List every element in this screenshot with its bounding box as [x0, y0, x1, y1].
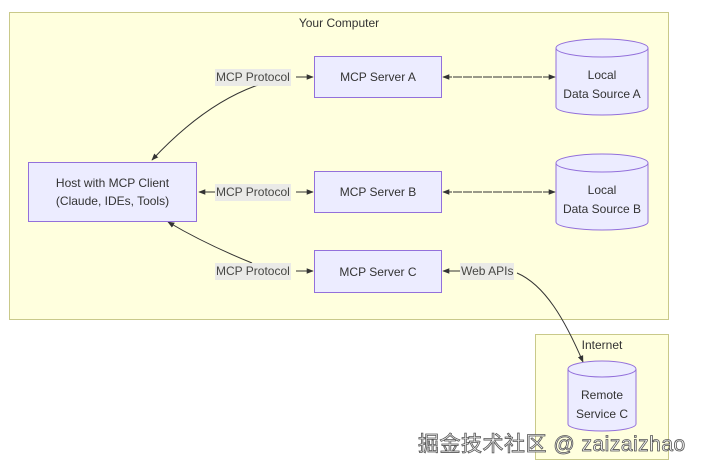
remote-line2: Service C: [575, 407, 628, 421]
edge-webapis-to-remote: [516, 272, 584, 363]
data-source-b-label: Local Data Source B: [556, 181, 648, 219]
edge-host-to-protocol-a: [151, 84, 259, 161]
data-b-line1: Local: [587, 183, 617, 197]
data-a-line1: Local: [587, 68, 617, 82]
host-line2: (Claude, IDEs, Tools): [55, 194, 170, 208]
cylinder-data-source-b: [555, 153, 649, 231]
watermark: 掘金技术社区 @ zaizaizhao: [418, 433, 686, 457]
node-mcp-server-a[interactable]: MCP Server A: [314, 56, 442, 98]
edge-label-protocol-b: MCP Protocol: [215, 184, 291, 201]
server-b-label: MCP Server B: [339, 185, 417, 199]
remote-service-c-label: Remote Service C: [568, 386, 636, 424]
edge-label-protocol-a: MCP Protocol: [215, 69, 291, 86]
cylinder-remote-service-c: [567, 360, 637, 432]
cluster-title-internet: Internet: [581, 338, 623, 352]
server-a-label: MCP Server A: [340, 70, 416, 84]
node-host-mcp-client[interactable]: Host with MCP Client (Claude, IDEs, Tool…: [28, 162, 197, 222]
host-line1: Host with MCP Client: [55, 176, 170, 190]
edge-label-protocol-c: MCP Protocol: [215, 263, 291, 280]
edge-host-to-protocol-c: [167, 221, 253, 264]
node-mcp-server-c[interactable]: MCP Server C: [314, 250, 442, 293]
remote-line1: Remote: [580, 388, 624, 402]
cylinder-data-source-a: [555, 38, 649, 116]
server-c-label: MCP Server C: [339, 264, 417, 279]
edge-label-web-apis: Web APIs: [460, 263, 515, 280]
node-mcp-server-b[interactable]: MCP Server B: [314, 171, 442, 213]
data-source-a-label: Local Data Source A: [556, 66, 648, 104]
data-a-line2: Data Source A: [563, 87, 641, 101]
cluster-internet: Internet: [535, 334, 669, 460]
data-b-line2: Data Source B: [562, 202, 642, 216]
cluster-title-your-computer: Your Computer: [298, 16, 380, 30]
